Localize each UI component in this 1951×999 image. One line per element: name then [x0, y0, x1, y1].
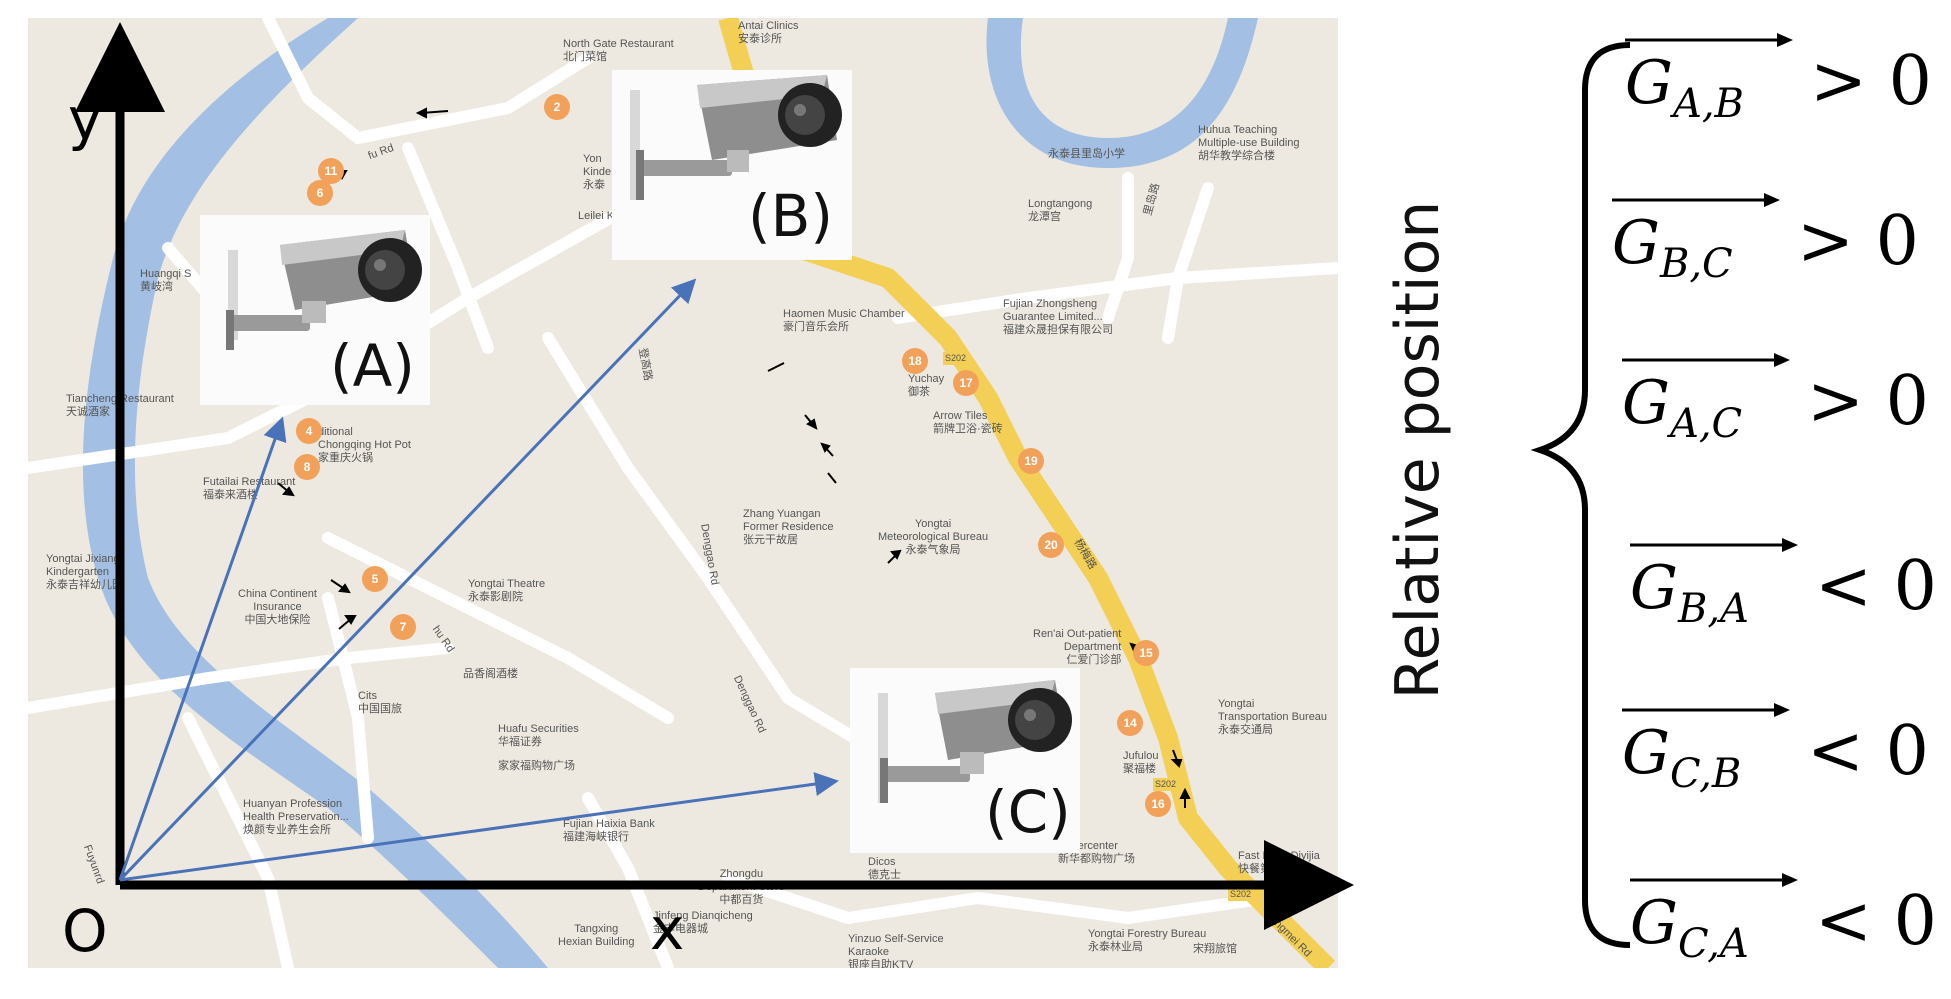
map-label-songfu: 宋翔旅馆 [1193, 943, 1237, 955]
camera-card-a [200, 215, 430, 405]
route-marker: 7 [390, 614, 416, 640]
x-axis-label: x [650, 895, 685, 963]
security-camera-icon [878, 680, 1072, 803]
vector-o-to-b [118, 278, 697, 882]
route-marker: 8 [294, 454, 320, 480]
origin-label: O [62, 897, 108, 965]
curly-brace [1530, 42, 1631, 948]
vector-arrow-icon [1612, 193, 1780, 207]
map-label-huanyan: Huanyan Profession Health Preservation..… [243, 798, 349, 836]
route-marker: 17 [953, 370, 979, 396]
route-marker: 16 [1145, 791, 1171, 817]
inequality-bc: GB,C > 0 [1612, 180, 1942, 287]
camera-label-b: (B) [748, 182, 834, 250]
route-marker: 14 [1117, 710, 1143, 736]
security-camera-icon [226, 230, 422, 350]
vector-arrow-icon [1630, 873, 1798, 887]
map-label-road-s202-b: S202 [1153, 778, 1179, 791]
map-label-lidao-school: 永泰县里岛小学 [1048, 148, 1125, 160]
y-axis-label: y [68, 85, 103, 153]
vector-o-to-c [119, 772, 839, 882]
vector-arrow-icon [1622, 353, 1790, 367]
inequality-ab: GA,B > 0 [1625, 20, 1951, 127]
camera-card-c [850, 668, 1080, 853]
route-marker: 4 [296, 418, 322, 444]
vector-arrow-icon [1622, 703, 1790, 717]
route-marker: 19 [1018, 448, 1044, 474]
route-marker: 15 [1133, 640, 1159, 666]
route-marker: 2 [544, 94, 570, 120]
vector-o-to-a [118, 416, 287, 881]
map-label-jiajiafu: 家家福购物广场 [498, 760, 575, 772]
inequality-cb: GC,B < 0 [1622, 690, 1951, 797]
route-marker: 11 [318, 158, 344, 184]
inequality-ac: GA,C > 0 [1622, 340, 1951, 447]
relative-position-title: Relative position [1383, 200, 1453, 700]
map-label-fujian-zhongsheng: Fujian Zhongsheng Guarantee Limited...福建… [1003, 298, 1113, 336]
map-label-road-s202-a: S202 [943, 352, 969, 365]
river [82, 18, 549, 968]
route-marker: 5 [362, 566, 388, 592]
camera-card-b [612, 70, 852, 260]
camera-label-c: (C) [985, 778, 1071, 846]
security-camera-icon [630, 75, 842, 200]
route-marker: 18 [902, 348, 928, 374]
inequality-ba: GB,A < 0 [1630, 525, 1951, 632]
map-label-road-s202-c: S202 [1228, 888, 1254, 901]
camera-label-a: (A) [330, 332, 415, 400]
route-marker: 20 [1038, 532, 1064, 558]
vector-arrow-icon [1630, 538, 1798, 552]
map-label-tangxing: Tangxing Hexian Building [558, 923, 635, 948]
vector-arrow-icon [1625, 33, 1793, 47]
map-label-pinxiang: 品香阁酒楼 [463, 668, 518, 680]
map-label-leilei: Leilei K [578, 210, 615, 222]
river-upper [986, 18, 1258, 168]
inequality-ca: GC,A < 0 [1630, 860, 1951, 967]
route-marker: 6 [307, 180, 333, 206]
